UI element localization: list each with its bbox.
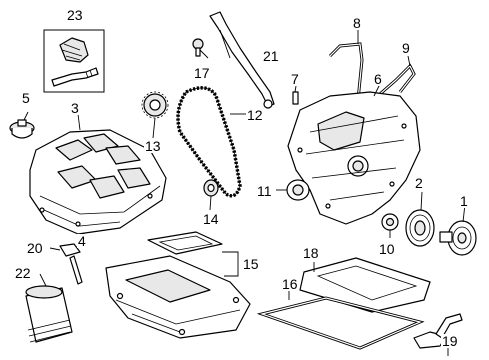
callout-17: 17 [193, 65, 211, 81]
callout-23: 23 [66, 7, 84, 23]
part-18-lower-pan [299, 257, 431, 313]
callout-7: 7 [290, 71, 300, 87]
callout-11: 11 [256, 183, 273, 199]
part-15-upper-oil-pan [105, 231, 251, 339]
part-5-oil-cap [9, 119, 35, 139]
callout-9: 9 [401, 40, 411, 56]
part-20-pcv-fitting [59, 243, 83, 285]
callout-4: 4 [77, 233, 87, 249]
part-11-front-seal [286, 179, 310, 201]
callout-13: 13 [144, 138, 162, 154]
part-12-timing-chain [176, 86, 242, 198]
callout-16: 16 [281, 276, 299, 292]
part-1-damper [439, 220, 477, 256]
callout-18: 18 [302, 245, 320, 261]
part-6-timing-cover [287, 91, 421, 225]
part-2-pulley [405, 209, 435, 247]
callout-15: 15 [242, 256, 260, 272]
part-16-pan-gasket [256, 296, 425, 350]
part-3-valve-cover [29, 129, 167, 235]
callout-2: 2 [414, 175, 424, 191]
callout-1: 1 [459, 193, 469, 209]
part-7-stud [292, 91, 299, 105]
callout-6: 6 [373, 71, 383, 87]
callout-3: 3 [70, 100, 80, 116]
callout-10: 10 [378, 241, 396, 257]
callout-19: 19 [441, 333, 459, 349]
part-9-gasket [379, 63, 416, 96]
part-14-crank-sprocket [203, 179, 219, 197]
part-10-crank-seal [381, 213, 399, 231]
part-17-bolt [192, 38, 204, 57]
part-22-oil-filter [25, 285, 73, 343]
callout-5: 5 [21, 90, 31, 106]
part-8-gasket [328, 42, 364, 101]
callout-8: 8 [352, 15, 362, 31]
callout-14: 14 [202, 211, 220, 227]
leader-lines [23, 29, 466, 356]
part-23-boot-kit [43, 29, 105, 93]
callout-12: 12 [246, 107, 264, 123]
callout-20: 20 [26, 240, 44, 256]
callout-21: 21 [262, 48, 280, 64]
part-13-cam-sprocket [141, 91, 169, 119]
part-21-dipstick-tube [209, 11, 275, 109]
callout-22: 22 [14, 265, 32, 281]
